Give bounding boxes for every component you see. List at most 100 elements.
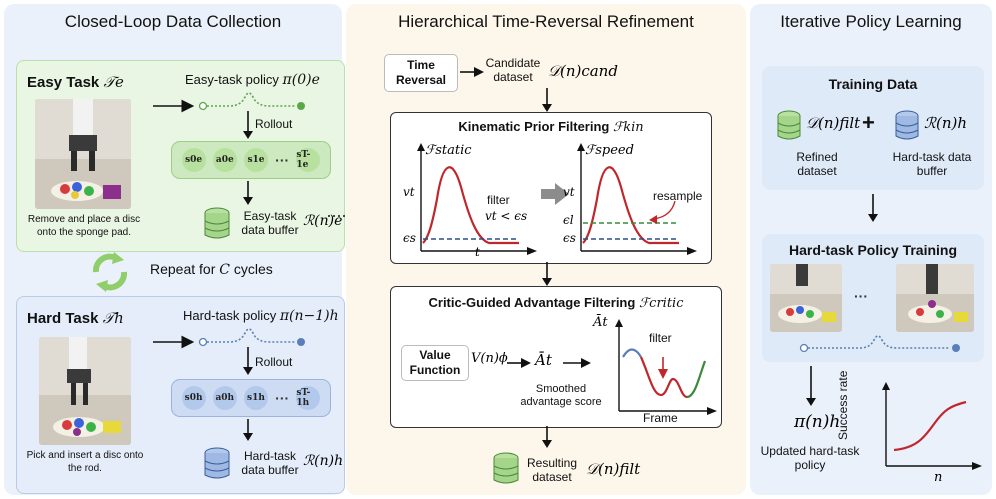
- hard-buffer-label: Hard-task data buffer: [241, 449, 299, 477]
- static-filter-label: ℱstatic: [425, 143, 472, 158]
- hard-policy-label: Hard-task policy π(n−1)h: [183, 308, 339, 324]
- hard-state-s0: s0h: [181, 386, 206, 410]
- static-filter-condition: vt < ϵs: [485, 209, 528, 223]
- hard-task-box: Hard Task 𝒯h Pick and insert a disc onto…: [16, 296, 345, 494]
- updated-policy-label: Updated hard-task policy: [760, 444, 860, 472]
- hard-buffer-label-right: Hard-task data buffer: [892, 150, 972, 178]
- advantage-symbol: Āt: [535, 351, 552, 369]
- hard-task-label: Hard Task 𝒯h: [27, 309, 124, 327]
- refined-database-icon: [777, 110, 801, 140]
- hard-policy-trajectory: [153, 328, 305, 349]
- training-to-policy-arrow: [806, 366, 816, 406]
- policy-learning-panel: Iterative Policy Learning Training Data …: [750, 4, 992, 495]
- closed-loop-title: Closed-Loop Data Collection: [64, 12, 282, 31]
- hard-buffer-symbol: ℛ(n)h: [303, 453, 344, 469]
- filter-transition-arrow: [541, 183, 569, 205]
- easy-task-label: Easy Task 𝒯e: [27, 73, 124, 91]
- hard-state-sequence: s0h a0h s1h ··· sT-1h: [171, 379, 331, 417]
- speed-filter-label: ℱspeed: [585, 143, 634, 158]
- updated-policy-symbol: π(n)h: [794, 412, 841, 432]
- easy-sequence-ellipsis: ···: [275, 152, 290, 168]
- speed-axis-eps-s: ϵs: [563, 231, 576, 245]
- policy-training-title: Hard-task Policy Training: [788, 242, 958, 258]
- hard-sequence-ellipsis: ···: [275, 390, 290, 406]
- easy-state-s0: s0e: [181, 148, 206, 172]
- speed-axis-v: vt: [563, 185, 575, 199]
- hard-action-a0: a0h: [212, 386, 237, 410]
- easy-state-s1: s1e: [243, 148, 268, 172]
- hard-task-caption: Pick and insert a disc onto the rod.: [26, 450, 144, 474]
- hard-rollout-label: Rollout: [255, 355, 293, 369]
- plus-sign: +: [862, 110, 875, 135]
- static-axis-eps: ϵs: [403, 231, 416, 245]
- value-to-adv-arrow: [507, 358, 531, 368]
- time-reversal-box: Time Reversal: [384, 54, 458, 92]
- easy-task-symbol: 𝒯e: [103, 73, 124, 91]
- hard-database-icon: [204, 447, 230, 479]
- easy-task-box: Easy Task 𝒯e Remove and place a disc ont…: [16, 60, 345, 252]
- value-function-symbol: V(n)ϕ: [471, 351, 508, 366]
- easy-buffer-label: Easy-task data buffer: [241, 209, 299, 237]
- value-function-box: Value Function: [401, 345, 469, 381]
- critic-filter-box: Critic-Guided Advantage Filtering ℱcriti…: [390, 286, 722, 428]
- training-frames-ellipsis: ···: [854, 288, 868, 304]
- advantage-plot: [615, 319, 717, 415]
- easy-task-photo: [35, 99, 131, 209]
- static-filter-text: filter: [487, 193, 510, 207]
- repeat-cycles-text: Repeat for C cycles: [150, 261, 273, 278]
- refined-dataset-label: Refined dataset: [796, 150, 838, 178]
- n-axis-label: n: [934, 470, 943, 485]
- success-rate-plot: [882, 382, 982, 470]
- static-axis-t: t: [475, 245, 480, 259]
- refined-dataset-symbol: 𝒟(n)filt: [806, 114, 861, 132]
- training-frame-end: [896, 264, 974, 332]
- easy-task-caption: Remove and place a disc onto the sponge …: [27, 214, 141, 238]
- closed-loop-panel: Closed-Loop Data Collection Easy Task 𝒯e: [4, 4, 345, 495]
- frame-axis-label: Frame: [643, 411, 678, 425]
- training-data-box: Training Data 𝒟(n)filt + ℛ(n)h Refined d…: [762, 66, 984, 190]
- easy-policy-label: Easy-task policy π(0)e: [185, 72, 320, 88]
- critic-to-result-arrow: [542, 426, 552, 448]
- easy-state-sequence: s0e a0e s1e ··· sT-1e: [171, 141, 331, 179]
- training-data-title: Training Data: [828, 76, 918, 92]
- success-rate-axis-label: Success rate: [836, 370, 850, 440]
- hard-policy-symbol: π(n−1)h: [279, 308, 339, 324]
- static-filter-plot: [417, 143, 537, 255]
- hard-state-sT: sT-1h: [296, 386, 321, 410]
- kinematic-filter-symbol: ℱkin: [612, 120, 644, 135]
- speed-filter-plot: [577, 143, 697, 255]
- candidate-to-kin-arrow: [542, 88, 552, 112]
- refinement-title: Hierarchical Time-Reversal Refinement: [398, 12, 694, 31]
- resample-text: resample: [653, 189, 703, 203]
- adv-to-plot-arrow: [563, 358, 591, 368]
- candidate-dataset-label: Candidate dataset: [485, 56, 541, 84]
- hard-buffer-database-icon: [895, 110, 919, 140]
- easy-rollout-label: Rollout: [255, 117, 293, 131]
- refinement-panel: Hierarchical Time-Reversal Refinement Ti…: [346, 4, 746, 495]
- hard-task-photo: [39, 337, 131, 445]
- easy-rollout-arrow: [243, 111, 253, 139]
- hard-buffer-arrow: [243, 419, 253, 441]
- policy-learning-title: Iterative Policy Learning: [780, 12, 962, 31]
- hard-task-symbol: 𝒯h: [102, 309, 124, 327]
- easy-policy-trajectory: [153, 92, 305, 113]
- hard-rollout-arrow: [243, 347, 253, 375]
- data-to-training-arrow: [868, 194, 878, 222]
- kinematic-filter-title: Kinematic Prior Filtering ℱkin: [458, 119, 644, 135]
- critic-filter-symbol: ℱcritic: [638, 296, 684, 311]
- static-axis-v: vt: [403, 185, 415, 199]
- result-database-icon: [493, 452, 519, 484]
- training-frame-start: [770, 264, 842, 332]
- reversal-to-candidate-arrow: [460, 67, 484, 77]
- advantage-axis-label: Āt: [593, 315, 608, 330]
- policy-training-box: Hard-task Policy Training ···: [762, 234, 984, 362]
- easy-database-icon: [204, 207, 230, 239]
- hard-buffer-symbol-right: ℛ(n)h: [924, 114, 967, 132]
- resulting-dataset-symbol: 𝒟(n)filt: [586, 460, 641, 478]
- easy-policy-symbol: π(0)e: [282, 72, 320, 88]
- resulting-dataset-label: Resulting dataset: [526, 456, 578, 484]
- kin-to-critic-arrow: [542, 262, 552, 286]
- smoothed-advantage-label: Smoothed advantage score: [520, 383, 602, 408]
- easy-state-sT: sT-1e: [296, 148, 321, 172]
- hard-state-s1: s1h: [243, 386, 268, 410]
